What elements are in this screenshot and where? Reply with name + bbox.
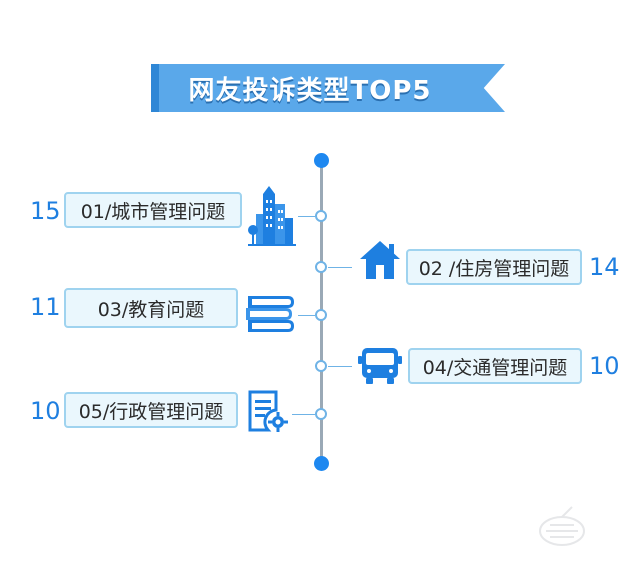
document-gear-icon xyxy=(248,390,288,432)
timeline-node-4 xyxy=(315,360,327,372)
timeline-node-1 xyxy=(315,210,327,222)
connector-4 xyxy=(328,366,352,367)
timeline-node-3 xyxy=(315,309,327,321)
item-1-label: 01/城市管理问题 xyxy=(64,192,242,228)
item-1-value: 15 xyxy=(30,197,61,225)
city-buildings-icon xyxy=(248,186,296,246)
item-2-label: 02 /住房管理问题 xyxy=(406,249,582,285)
item-3-value: 11 xyxy=(30,293,61,321)
item-4-value: 10 xyxy=(589,352,620,380)
watermark-logo xyxy=(539,506,585,546)
item-3-label: 03/教育问题 xyxy=(64,288,238,328)
connector-1 xyxy=(298,216,315,217)
item-4-label: 04/交通管理问题 xyxy=(408,348,582,384)
chart-title: 网友投诉类型TOP5 xyxy=(188,75,432,106)
title-banner xyxy=(151,64,505,112)
timeline-end-dot xyxy=(314,456,329,471)
house-icon xyxy=(360,241,400,279)
item-5-value: 10 xyxy=(30,397,61,425)
timeline-node-5 xyxy=(315,408,327,420)
connector-3 xyxy=(298,315,315,316)
timeline-node-2 xyxy=(315,261,327,273)
item-2-value: 14 xyxy=(589,253,620,281)
connector-5 xyxy=(292,414,315,415)
bus-icon xyxy=(358,348,402,384)
connector-2 xyxy=(328,267,352,268)
item-5-label: 05/行政管理问题 xyxy=(64,392,238,428)
timeline-start-dot xyxy=(314,153,329,168)
books-icon xyxy=(246,296,294,332)
